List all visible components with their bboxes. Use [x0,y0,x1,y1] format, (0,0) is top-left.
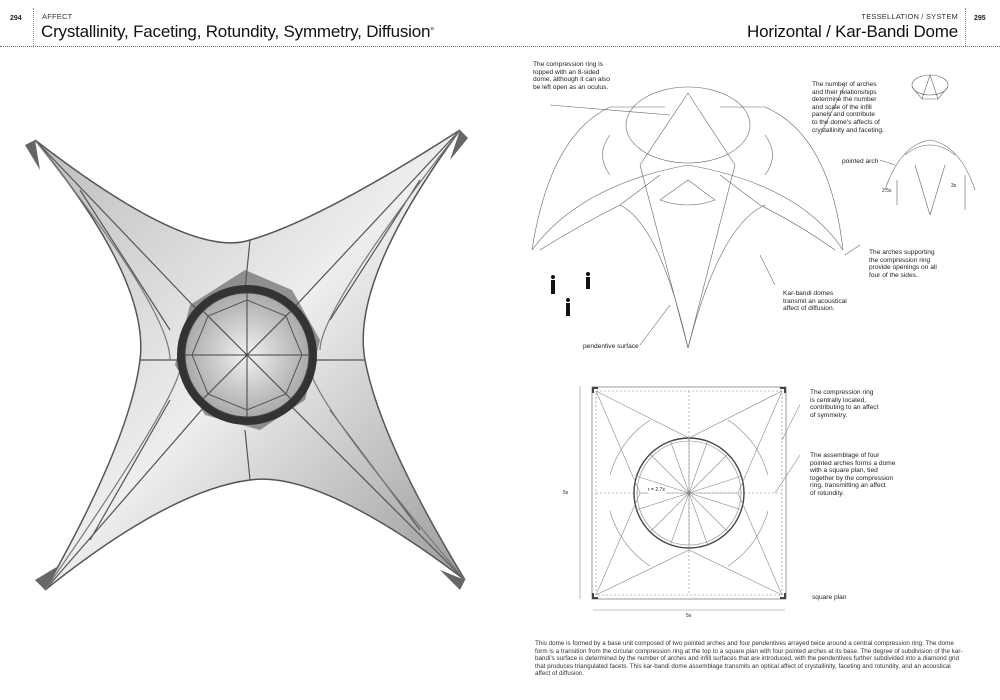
dimension-arch-height: 3x [951,183,957,189]
dimension-arch-width: 2.5x [882,188,892,194]
title-mark: » [430,25,434,33]
annotation-square-plan: square plan [812,594,847,601]
dimension-ring-radius: r = 2.7x [648,487,665,495]
right-page-title: Horizontal / Kar-Bandi Dome [747,22,958,41]
square-plan-drawing [579,386,800,611]
left-kicker: AFFECT [42,12,73,21]
annotation-arches-supporting: The arches supporting the compression ri… [869,249,937,279]
divider [965,8,966,46]
header-rule [0,46,1000,47]
annotation-number-of-arches: The number of arches and their relations… [812,81,884,134]
annotation-pointed-arch: pointed arch [842,158,879,165]
divider [33,8,34,46]
annotation-kar-bandi-diffusion: Kar-bandi domes transmit an acoustical a… [783,290,847,313]
left-page-title: Crystallinity, Faceting, Rotundity, Symm… [41,22,434,42]
left-page-number: 294 [10,15,22,22]
annotation-assemblage: The assemblage of four pointed arches fo… [810,452,896,497]
dome-photo [25,129,468,591]
annotation-pendentive-surface: pendentive surface [583,343,639,350]
body-paragraph: This dome is formed by a base unit compo… [535,640,963,678]
annotation-compression-ring-top: The compression ring is topped with an 8… [533,61,610,91]
dimension-plan-horizontal: 5x [686,613,692,619]
left-title-text: Crystallinity, Faceting, Rotundity, Symm… [41,22,431,41]
annotation-compression-ring-central: The compression ring is centrally locate… [810,389,879,419]
dome-elevation-drawing [531,74,976,349]
right-page-number: 295 [974,15,986,22]
right-kicker: TESSELLATION / SYSTEM [861,12,958,21]
dimension-plan-vertical: 5x [563,490,569,496]
